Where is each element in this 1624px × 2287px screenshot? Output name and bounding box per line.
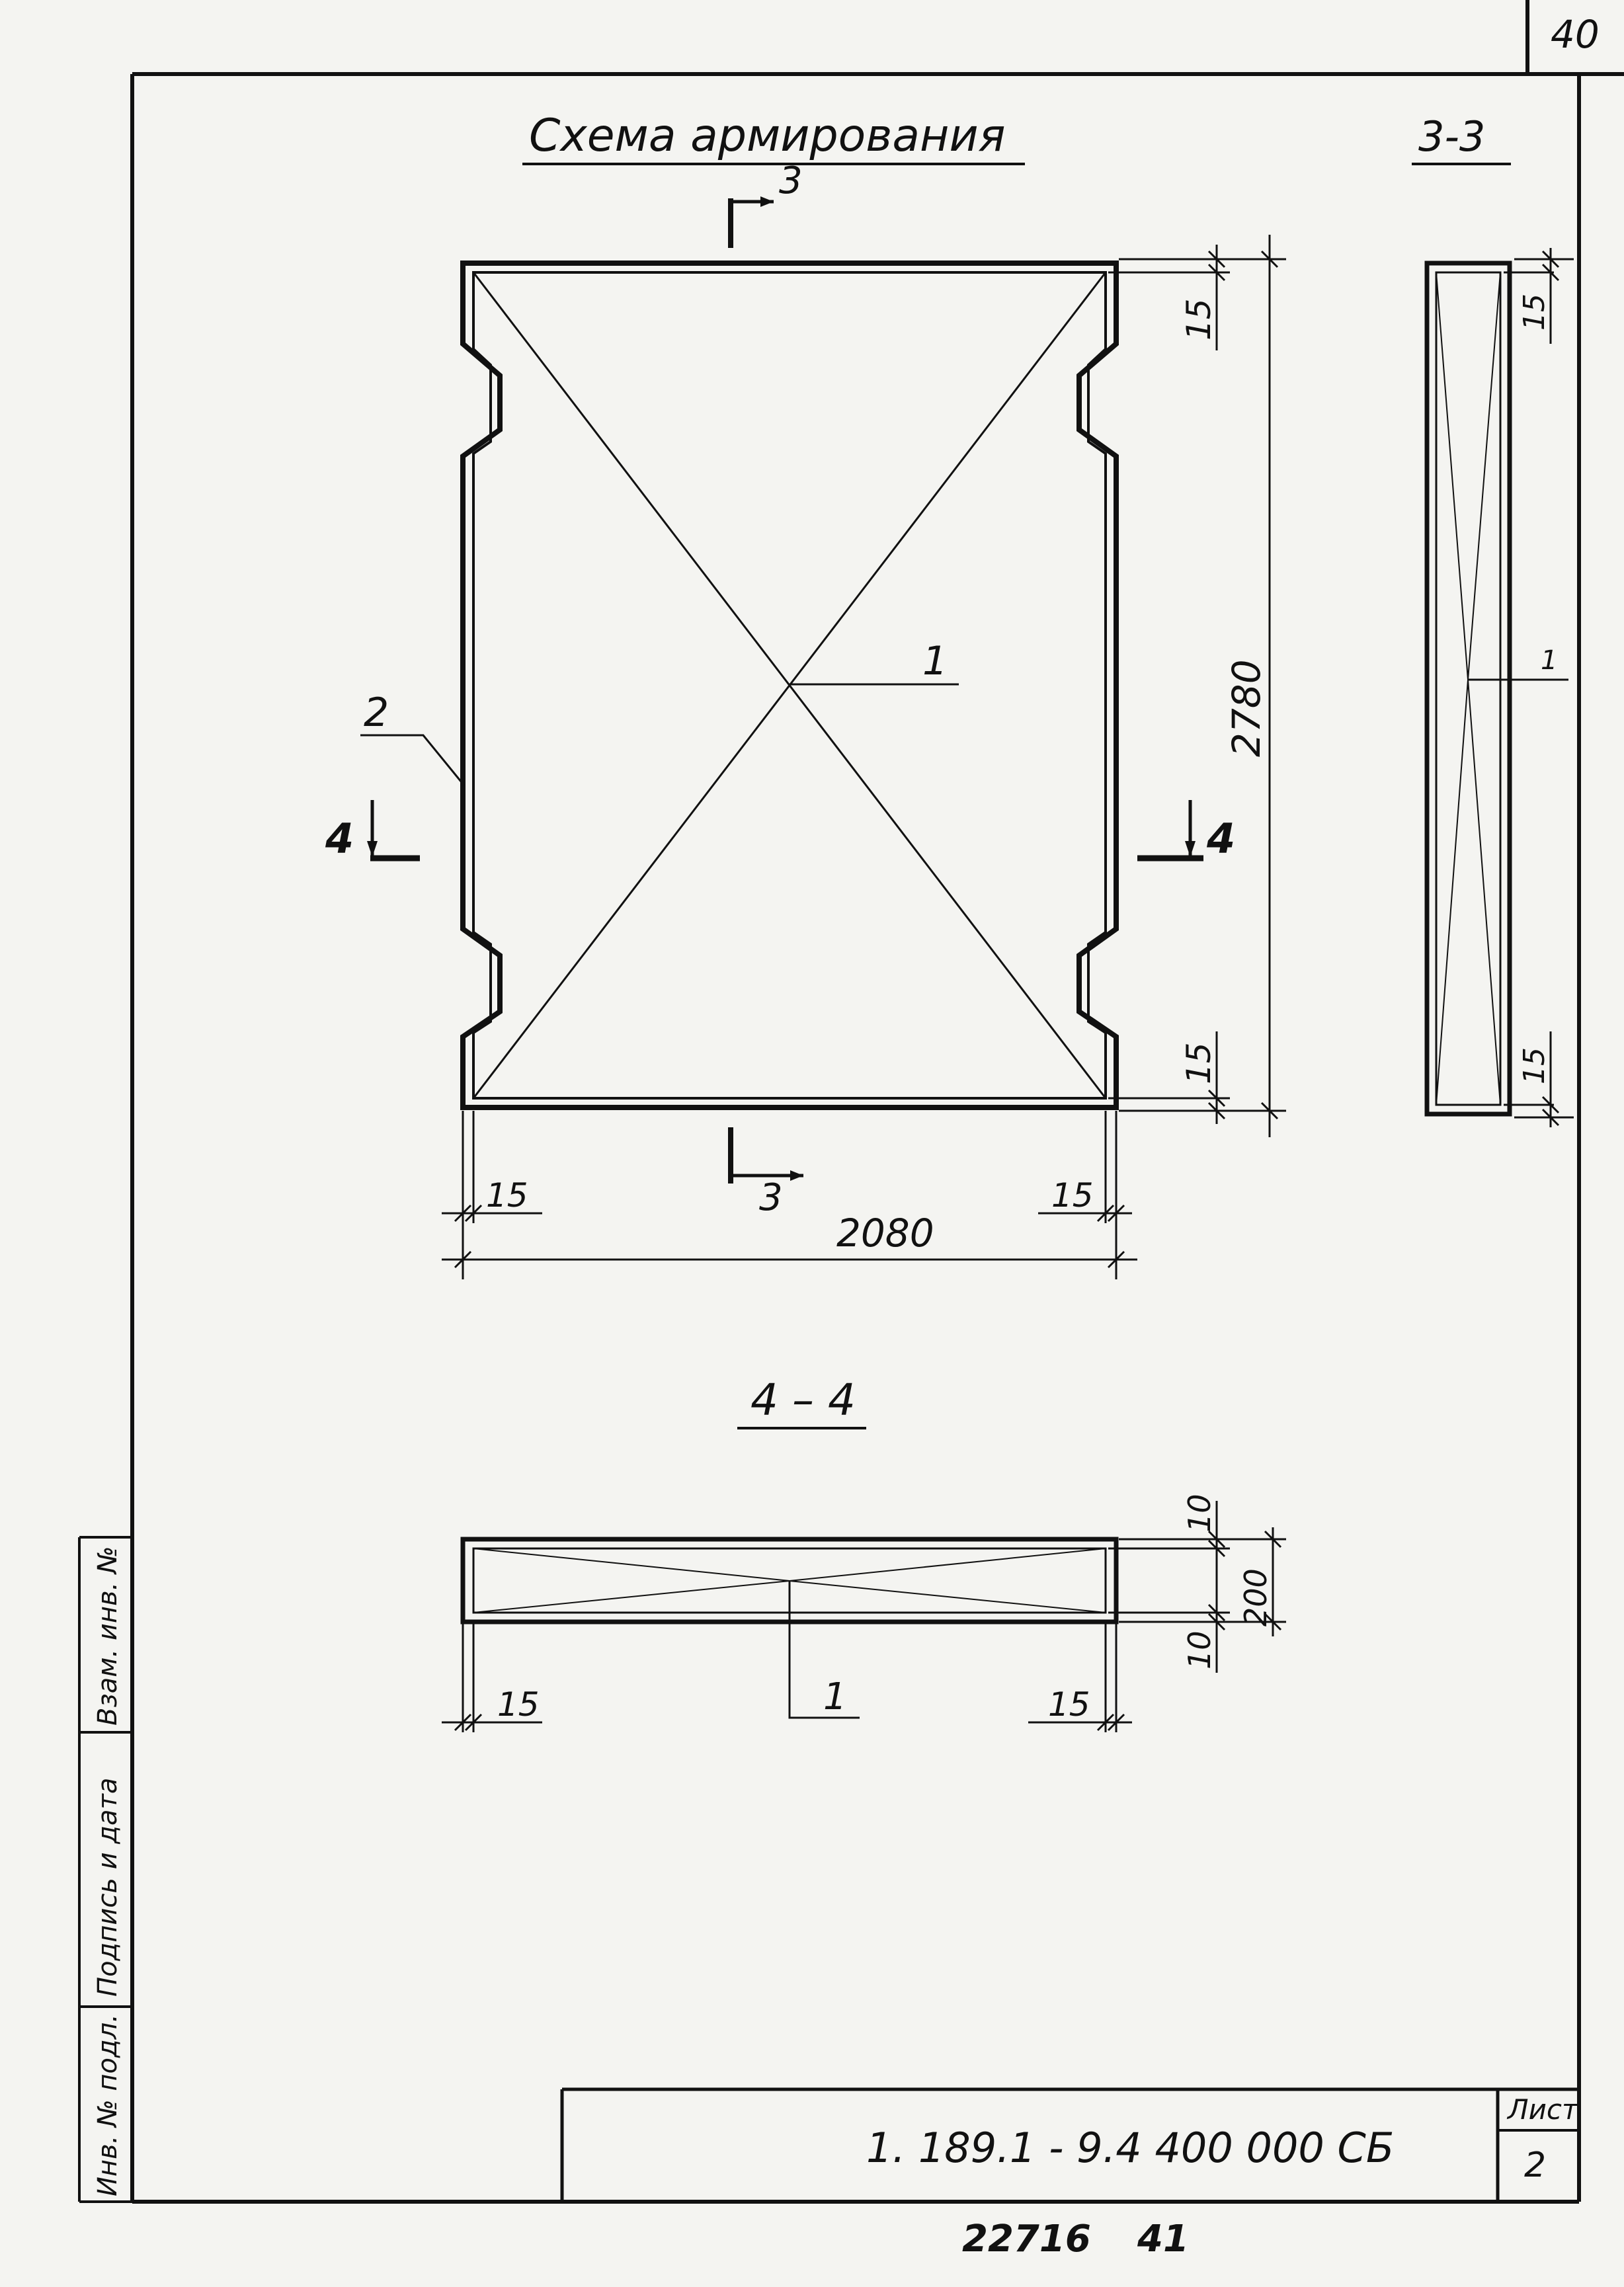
sheet-frame — [130, 0, 1624, 2204]
side-stamp: Взам. инв. № Подпись и дата Инв. № подл. — [78, 1536, 132, 2203]
stamp-vzam-inv: Взам. инв. № — [93, 1546, 123, 1726]
section-44-outline — [460, 1537, 1119, 1719]
section-mark-3-top-label: 3 — [779, 159, 803, 202]
corner-number: 40 — [1551, 12, 1600, 57]
section-44-dim-thickness: 200 — [1238, 1568, 1274, 1626]
section-mark-4-left — [367, 800, 420, 862]
plan-dim-top-cover: 15 — [1180, 298, 1218, 341]
section-44-dim-bottom: 10 — [1182, 1630, 1217, 1669]
section-mark-4-right-label: 4 — [1206, 815, 1235, 863]
page-number: 41 — [1137, 2218, 1189, 2261]
plan-callout-1: 1 — [922, 638, 948, 684]
section-mark-4-right — [1137, 800, 1203, 862]
section-mark-3-bottom-label: 3 — [759, 1176, 783, 1219]
section-44-title: 4 – 4 — [751, 1375, 856, 1425]
section-33-outline — [1424, 261, 1568, 1117]
document-code: 1. 189.1 - 9.4 400 000 СБ — [866, 2124, 1394, 2172]
section-44-dim-top: 10 — [1182, 1494, 1217, 1533]
section-33-title: 3-3 — [1418, 112, 1485, 161]
section-mark-3-bottom — [728, 1127, 803, 1184]
section-44-dim-left-cover: 15 — [497, 1685, 540, 1724]
section-44-dimensions — [442, 1501, 1286, 1732]
plan-dim-left-cover: 15 — [486, 1176, 528, 1215]
section-mark-4-left-label: 4 — [325, 815, 354, 863]
inventory-number: 22716 — [962, 2218, 1091, 2261]
section-44-dim-right-cover: 15 — [1048, 1685, 1090, 1724]
stamp-inv-podl: Инв. № подл. — [93, 2014, 123, 2196]
section-33-dim-top: 15 — [1518, 294, 1551, 331]
section-mark-3-top — [728, 196, 774, 248]
plan-dim-bottom-cover: 15 — [1180, 1042, 1218, 1084]
plan-callout-2: 2 — [364, 690, 389, 736]
plan-dimension-horizontal — [442, 1111, 1137, 1279]
plan-dim-height: 2780 — [1224, 659, 1269, 757]
sheet-label: Лист — [1506, 2093, 1579, 2126]
section-33-dimensions — [1504, 248, 1574, 1127]
section-44-callout-1: 1 — [823, 1675, 847, 1718]
section-33-dim-bottom: 15 — [1518, 1047, 1551, 1084]
plan-dimension-vertical — [1108, 235, 1286, 1137]
sheet-number: 2 — [1524, 2146, 1546, 2185]
stamp-signature-date: Подпись и дата — [93, 1778, 123, 1997]
plan-title: Схема армирования — [529, 110, 1006, 162]
section-33-callout-1: 1 — [1541, 645, 1557, 676]
title-block — [560, 2087, 1579, 2202]
plan-dim-right-cover: 15 — [1051, 1176, 1094, 1215]
plan-dim-width: 2080 — [836, 1211, 934, 1256]
